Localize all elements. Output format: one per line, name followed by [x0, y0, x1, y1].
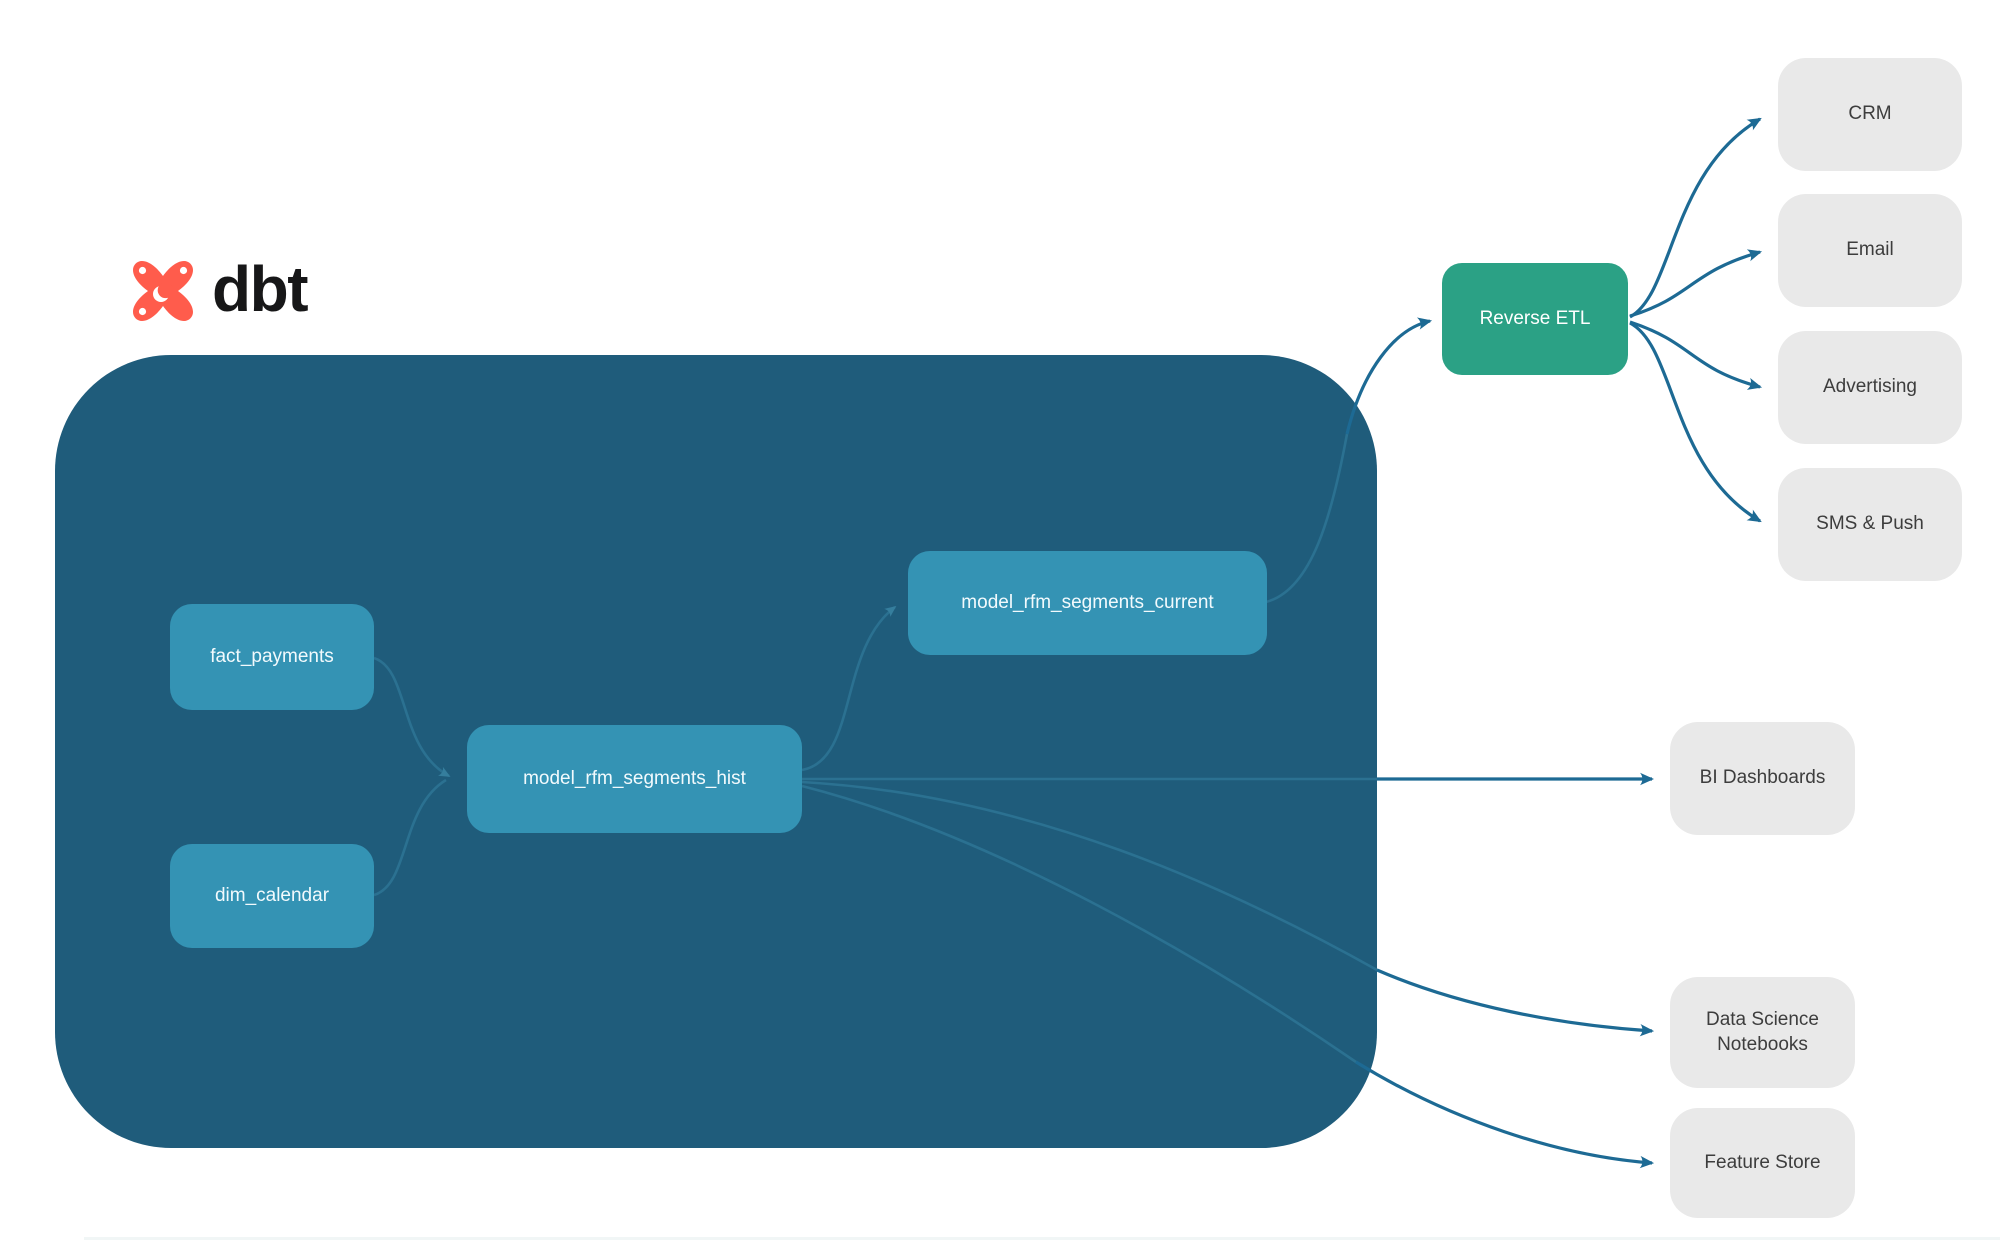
node-label: BI Dashboards — [1699, 767, 1826, 789]
edge-hist-to-dsn-outside — [1376, 968, 1655, 1037]
node-feature-store: Feature Store — [1670, 1108, 1855, 1218]
edge-retl-to-advertising — [1629, 320, 1763, 390]
node-label: fact_payments — [210, 645, 334, 667]
node-label: SMS & Push — [1816, 513, 1924, 535]
node-model-rfm-segments-hist: model_rfm_segments_hist — [467, 725, 802, 833]
node-bi-dashboards: BI Dashboards — [1670, 722, 1855, 835]
edge-retl-to-email — [1629, 249, 1763, 318]
node-label: Data Science Notebooks — [1705, 1008, 1819, 1055]
node-label: dim_calendar — [214, 884, 330, 906]
brand-wordmark: dbt — [212, 253, 309, 325]
node-reverse-etl: Reverse ETL — [1442, 263, 1628, 375]
node-model-rfm-segments-current: model_rfm_segments_current — [908, 551, 1267, 655]
node-label: model_rfm_segments_hist — [523, 767, 746, 789]
node-sms-push: SMS & Push — [1778, 468, 1962, 581]
node-dim-calendar: dim_calendar — [170, 844, 374, 948]
dbt-logo-icon — [133, 261, 193, 321]
node-crm: CRM — [1778, 58, 1962, 171]
node-label: Reverse ETL — [1479, 307, 1591, 329]
node-fact-payments: fact_payments — [170, 604, 374, 710]
edge-retl-to-sms — [1629, 321, 1762, 523]
node-label: CRM — [1848, 103, 1892, 125]
dbt-brand: dbt — [128, 253, 309, 326]
node-data-science-notebooks: Data Science Notebooks — [1670, 977, 1855, 1088]
node-advertising: Advertising — [1778, 331, 1962, 444]
edge-retl-to-crm — [1629, 117, 1762, 319]
bottom-edge-divider — [84, 1237, 2000, 1240]
node-email: Email — [1778, 194, 1962, 307]
node-label: Feature Store — [1704, 1151, 1821, 1173]
edge-hist-to-fs-outside — [1355, 1060, 1655, 1169]
node-label: Advertising — [1823, 376, 1917, 398]
node-label: Email — [1846, 239, 1894, 261]
node-label: model_rfm_segments_current — [961, 591, 1214, 613]
